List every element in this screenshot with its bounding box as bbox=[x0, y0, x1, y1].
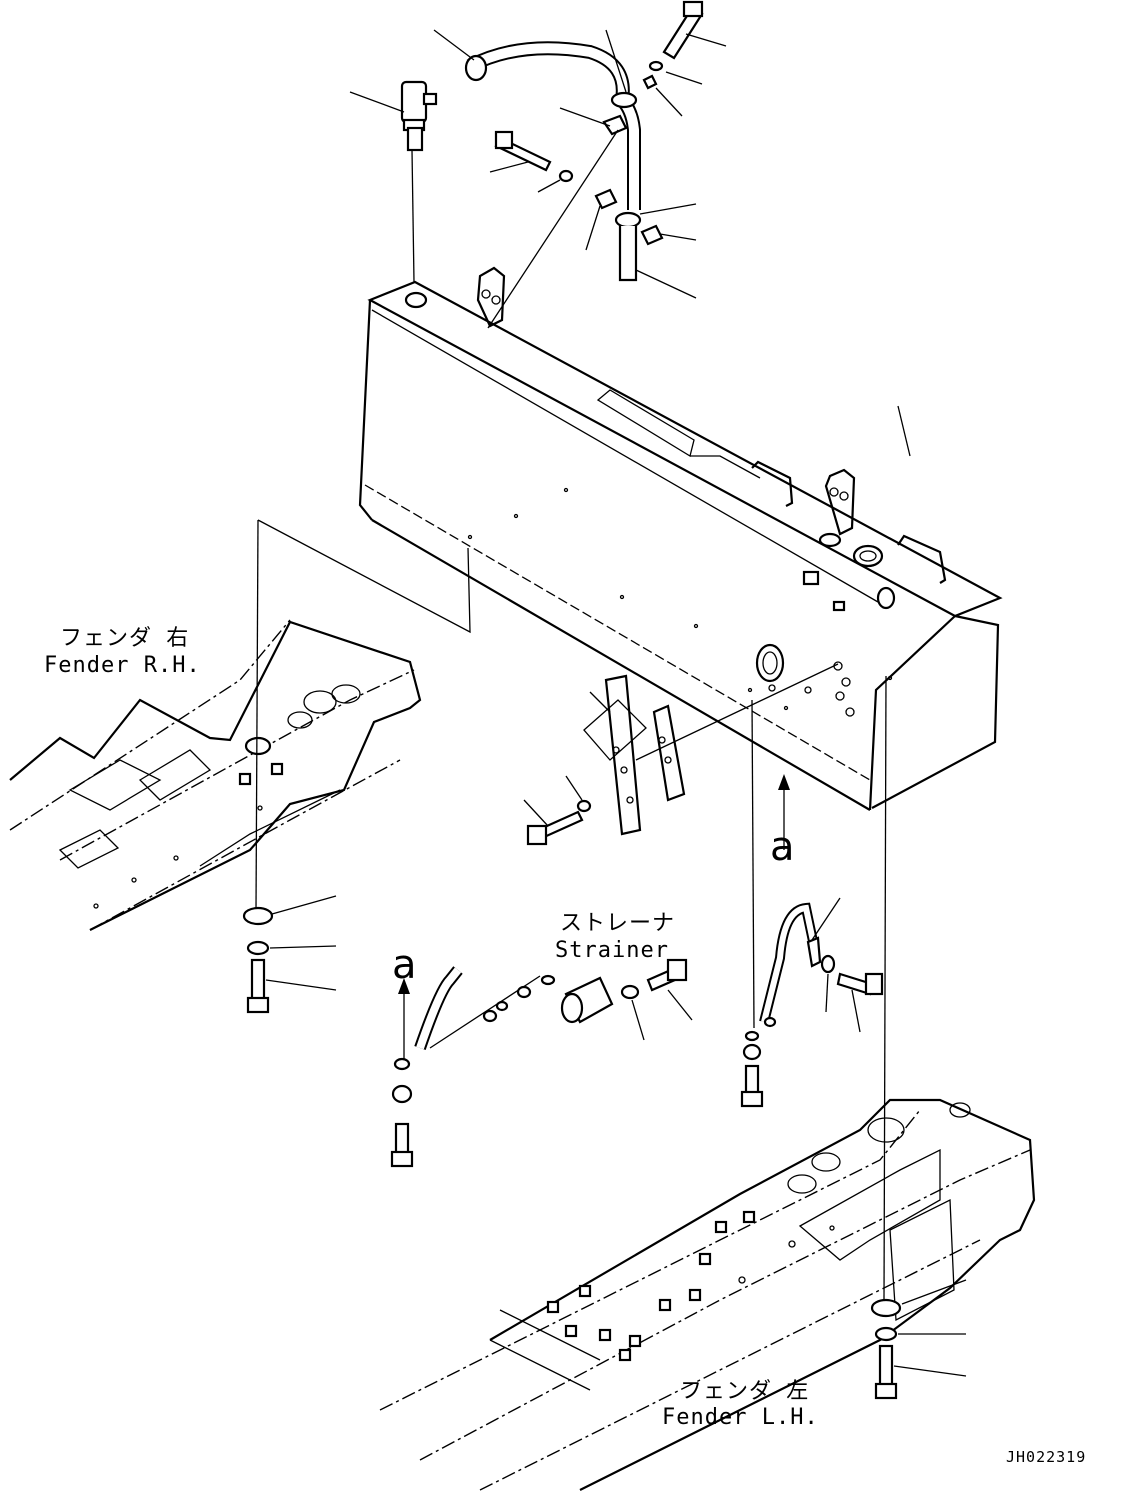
leader-lines bbox=[265, 29, 967, 1377]
fender-lh bbox=[379, 675, 1036, 1491]
strainer-assembly: a bbox=[390, 942, 688, 1168]
fender-rh bbox=[9, 519, 471, 1014]
strainer-label-en: Strainer bbox=[555, 938, 669, 963]
view-mark-a-left: a bbox=[392, 942, 417, 988]
drain-hose-assembly: a bbox=[740, 699, 884, 1108]
fuel-tank bbox=[358, 266, 1003, 811]
fender-rh-label-jp: フェンダ 右 bbox=[60, 626, 189, 651]
fender-lh-label-jp: フェンダ 左 bbox=[680, 1379, 809, 1404]
tank-brackets bbox=[526, 663, 839, 846]
drawing-code: JH022319 bbox=[1006, 1448, 1086, 1466]
breather-pipe-assembly bbox=[400, 0, 704, 329]
fender-rh-label-en: Fender R.H. bbox=[44, 653, 201, 678]
view-mark-a-right: a bbox=[770, 824, 795, 870]
strainer-label-jp: ストレーナ bbox=[560, 911, 675, 936]
fender-lh-label-en: Fender L.H. bbox=[662, 1405, 819, 1430]
